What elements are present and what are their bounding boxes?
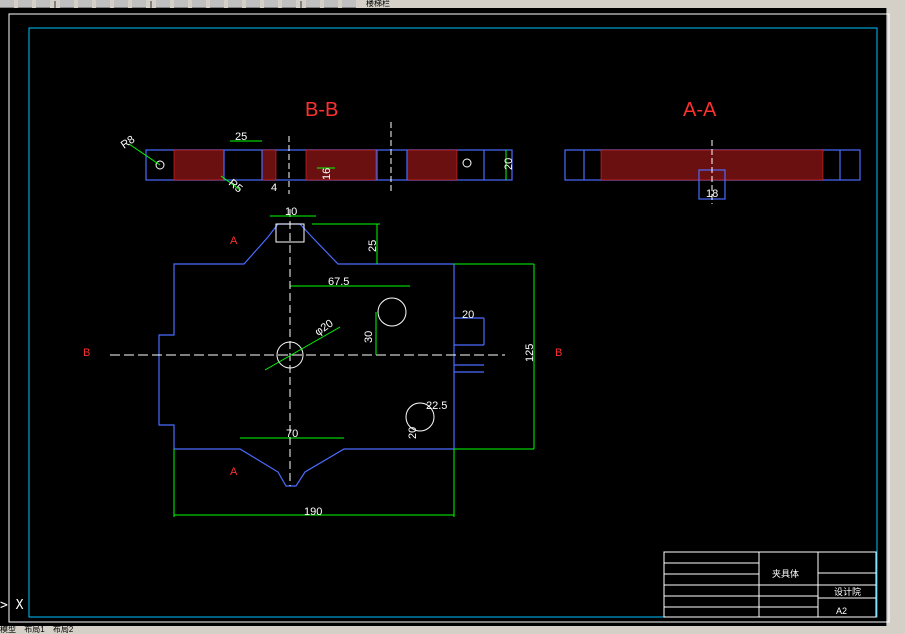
tab-layout1[interactable]: 布局1 — [24, 626, 45, 634]
open-icon[interactable] — [18, 0, 32, 8]
toolbar-separator — [54, 1, 56, 8]
layout-tabs: 模型 布局1 布局2 — [0, 626, 905, 634]
pan-icon[interactable] — [192, 0, 206, 8]
dim-20-lower: 20 — [407, 427, 419, 439]
dim-125: 125 — [524, 344, 536, 362]
dim-25-side: 25 — [367, 240, 379, 252]
section-bb — [128, 122, 513, 194]
print-icon[interactable] — [60, 0, 74, 8]
section-aa — [564, 140, 861, 204]
preview-icon[interactable] — [78, 0, 92, 8]
save-icon[interactable] — [36, 0, 50, 8]
dim-10: 10 — [285, 206, 297, 218]
drawing-inner-border — [28, 27, 878, 618]
dim-18: 18 — [706, 188, 718, 200]
sun-icon[interactable] — [324, 0, 338, 8]
layer-dropdown[interactable]: 楼梯栏 — [366, 0, 390, 8]
plan-view — [110, 209, 535, 517]
title-part-name: 夹具体 — [772, 568, 799, 579]
dim-22-5: 22.5 — [426, 400, 447, 412]
dim-30: 30 — [363, 331, 375, 343]
paste-icon[interactable] — [132, 0, 146, 8]
tool-palette-icon[interactable] — [282, 0, 296, 8]
view-label-aa: A-A — [683, 99, 717, 121]
layer-icon[interactable] — [306, 0, 320, 8]
section-mark-b-right: B — [555, 347, 562, 359]
dim-190: 190 — [304, 506, 322, 518]
tab-model[interactable]: 模型 — [0, 626, 16, 634]
toolbar-separator — [150, 1, 152, 8]
copy-icon[interactable] — [114, 0, 128, 8]
properties-icon[interactable] — [246, 0, 260, 8]
drawing-outer-border — [8, 13, 890, 623]
new-icon[interactable] — [0, 0, 14, 8]
view-label-bb: B-B — [305, 99, 338, 121]
vertical-scrollbar[interactable] — [886, 8, 905, 626]
title-sheet-size: A2 — [836, 606, 847, 616]
zoom-window-icon[interactable] — [228, 0, 242, 8]
dim-25-top: 25 — [235, 131, 247, 143]
redo-icon[interactable] — [174, 0, 188, 8]
dim-r8: R8 — [119, 134, 137, 152]
dim-4: 4 — [271, 182, 277, 194]
title-block — [663, 551, 877, 618]
dim-16: 16 — [321, 168, 333, 180]
dim-67-5: 67.5 — [328, 276, 349, 288]
dim-70: 70 — [286, 428, 298, 440]
section-mark-a-bottom: A — [230, 466, 238, 478]
command-prompt[interactable]: > X — [0, 598, 24, 613]
title-company: 设计院 — [834, 586, 861, 597]
section-mark-a-top: A — [230, 235, 238, 247]
undo-icon[interactable] — [156, 0, 170, 8]
cut-icon[interactable] — [96, 0, 110, 8]
section-mark-b-left: B — [83, 347, 90, 359]
design-center-icon[interactable] — [264, 0, 278, 8]
toolbar-separator — [300, 1, 302, 8]
dim-20-right: 20 — [462, 309, 474, 321]
dim-phi20: φ20 — [313, 318, 336, 339]
lock-icon[interactable] — [342, 0, 356, 8]
toolbar: 楼梯栏 — [0, 0, 905, 8]
zoom-icon[interactable] — [210, 0, 224, 8]
dim-20-bb: 20 — [503, 158, 515, 170]
tab-layout2[interactable]: 布局2 — [52, 626, 74, 634]
